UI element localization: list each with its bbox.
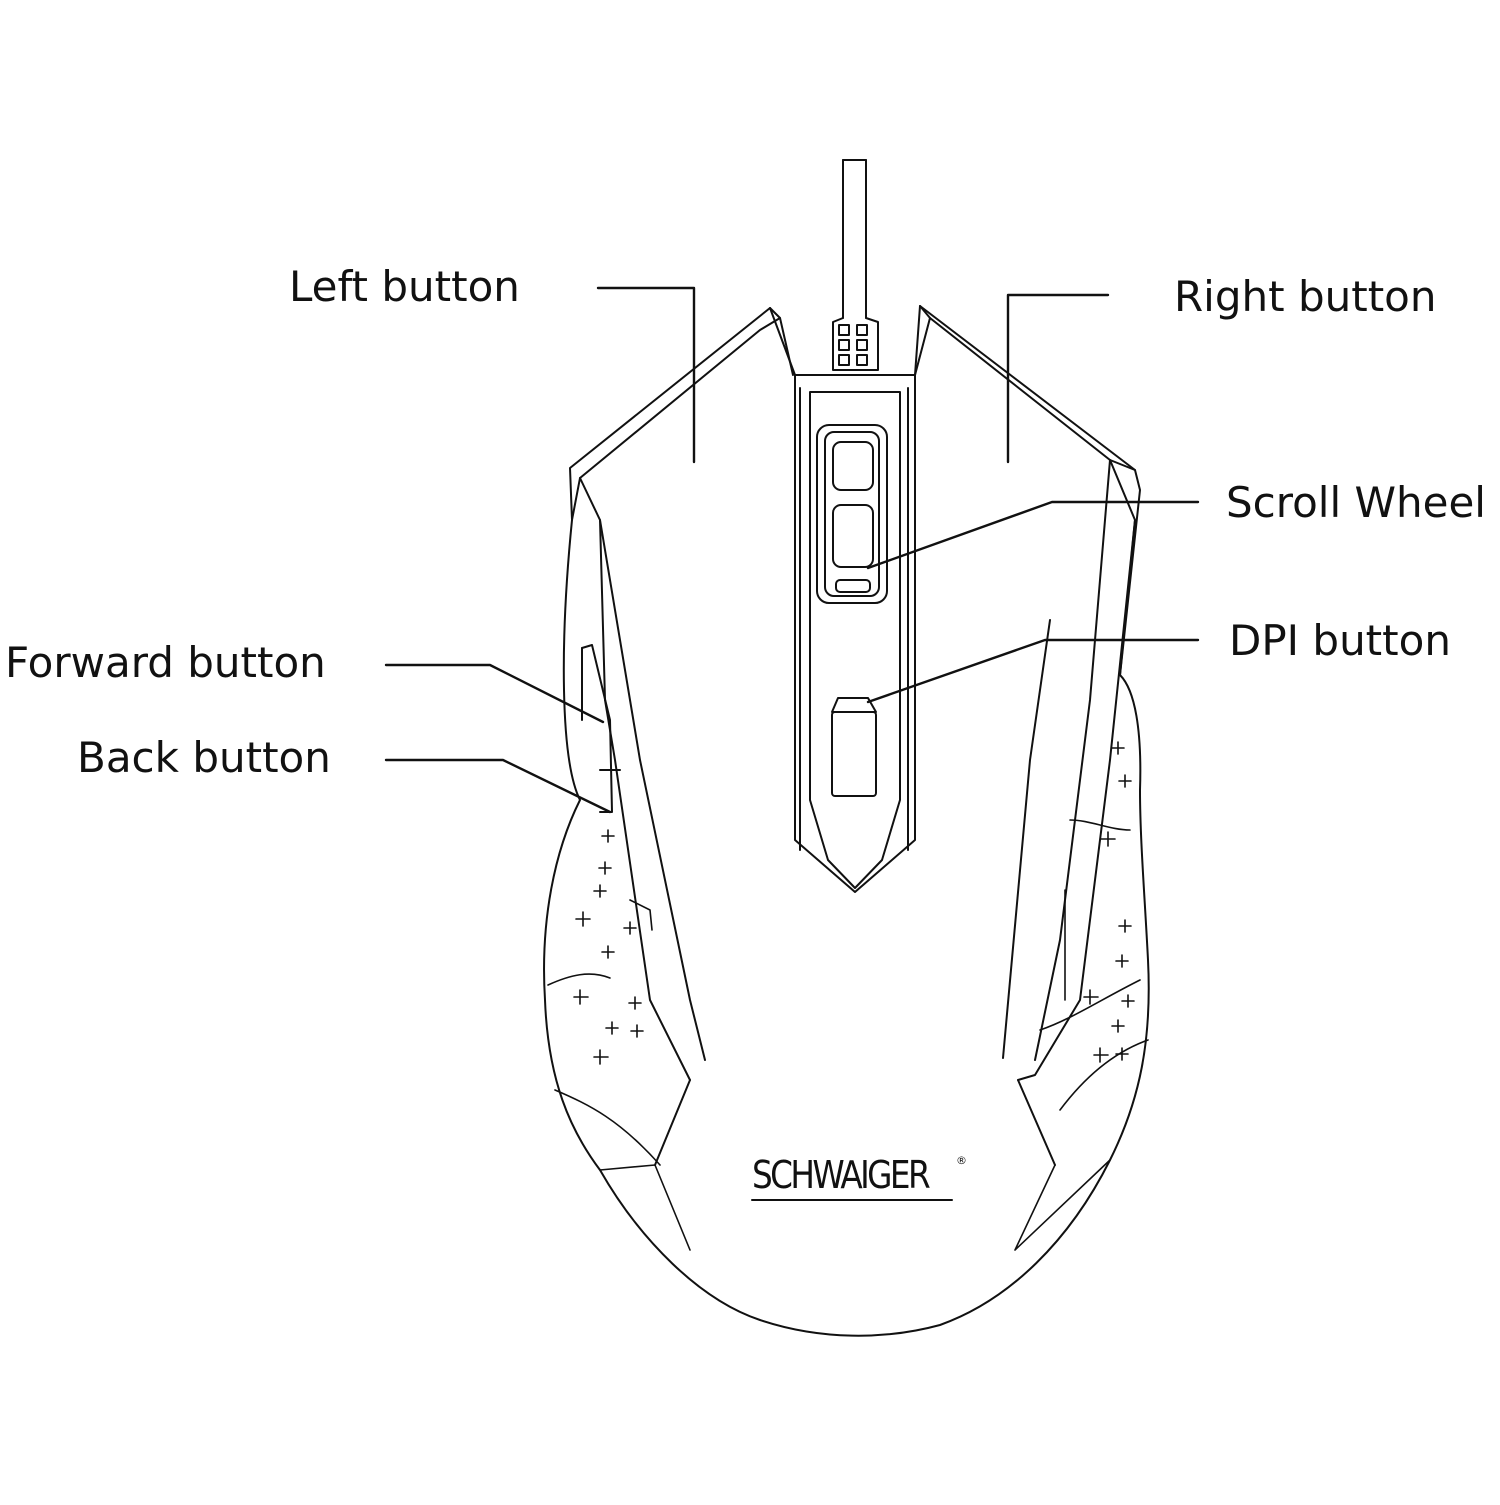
label-forward-button: Forward button <box>5 638 326 687</box>
dpi-button-drawing <box>832 698 876 796</box>
leader-scroll-wheel <box>868 502 1198 568</box>
leader-back-button <box>386 760 610 812</box>
grip-marks <box>574 742 1134 1064</box>
leader-right-button <box>1008 295 1108 462</box>
registered-mark: ® <box>956 1154 967 1167</box>
label-dpi-button: DPI button <box>1229 616 1451 665</box>
center-channel <box>795 388 915 892</box>
label-left-button: Left button <box>289 262 520 311</box>
leader-forward-button <box>386 665 603 722</box>
leader-left-button <box>598 288 694 462</box>
right-button-outline <box>915 306 1135 1165</box>
scroll-wheel-drawing <box>817 425 887 603</box>
right-grip-texture <box>1015 820 1148 1250</box>
brand-logo: SCHWAIGER <box>752 1153 931 1197</box>
side-buttons-drawing <box>582 645 620 812</box>
left-button-outline <box>572 308 793 1165</box>
leader-lines <box>386 288 1198 812</box>
leader-dpi-button <box>868 640 1198 702</box>
label-scroll-wheel: Scroll Wheel <box>1226 478 1486 527</box>
left-grip-texture <box>548 900 690 1250</box>
label-right-button: Right button <box>1174 272 1437 321</box>
label-back-button: Back button <box>77 733 331 782</box>
cable <box>833 160 878 370</box>
